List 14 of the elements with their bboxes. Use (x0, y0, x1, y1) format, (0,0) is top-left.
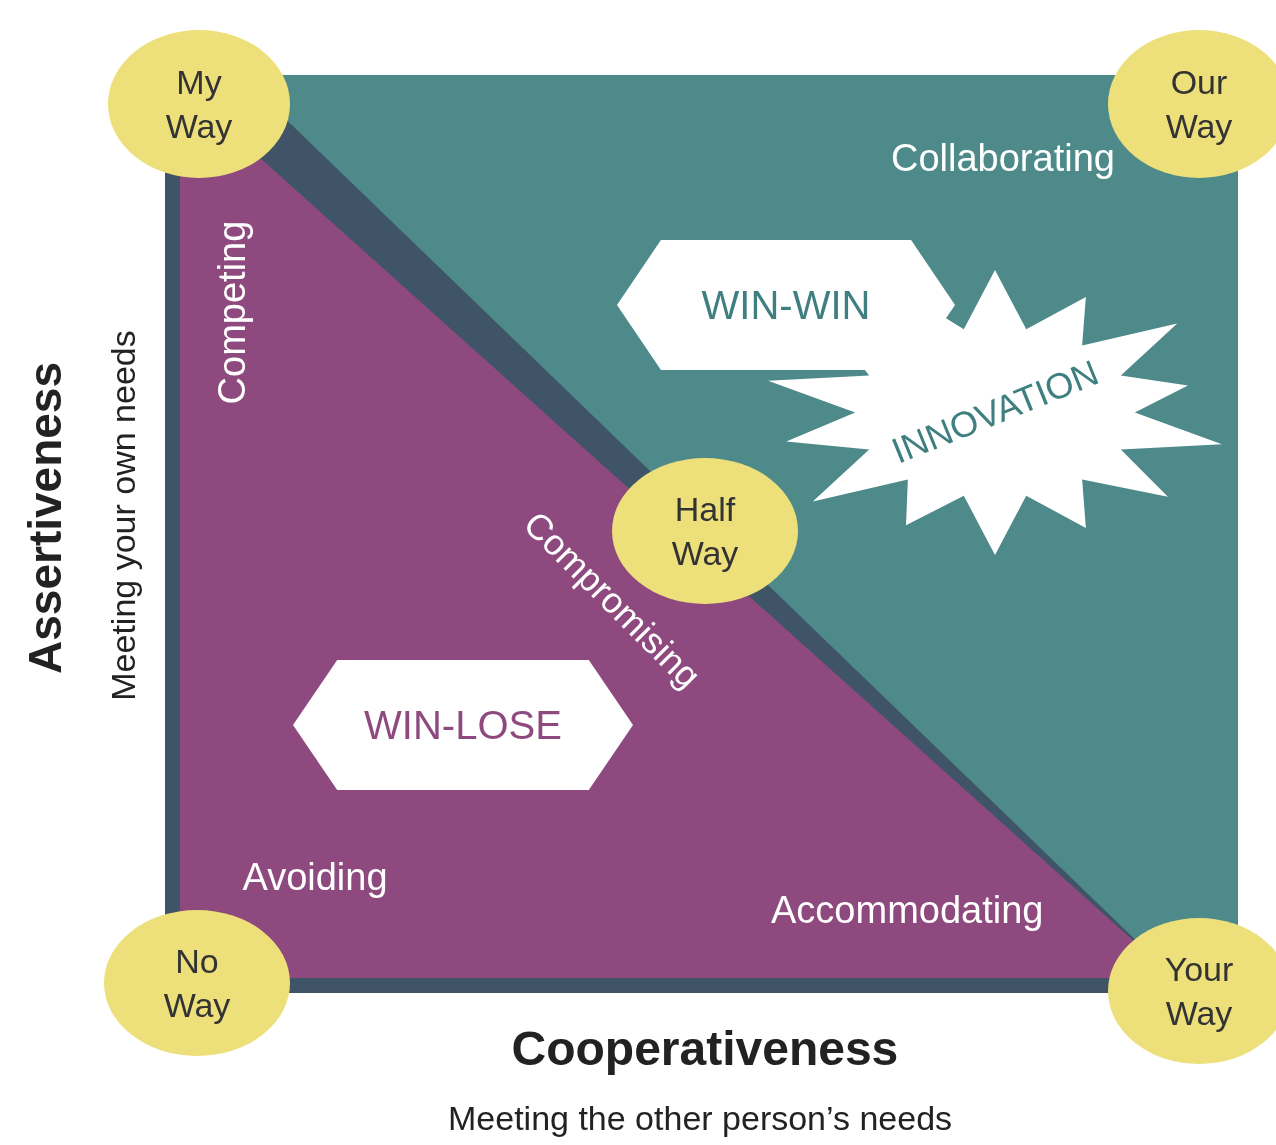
axis-subtitle: Meeting your own needs (103, 329, 143, 701)
node-label: WIN-LOSE (364, 702, 562, 749)
style-label: Collaborating (891, 136, 1115, 180)
node-label: WIN-WIN (701, 282, 871, 329)
axis-subtitle: Meeting the other person’s needs (448, 1098, 953, 1138)
axis-title: Assertiveness (18, 362, 72, 674)
node-label: Our Way (1164, 61, 1234, 147)
style-label: Accommodating (771, 888, 1044, 932)
style-label: Competing (211, 220, 255, 404)
style-label: Avoiding (242, 855, 388, 899)
axis-title: Cooperativeness (511, 1020, 899, 1076)
node-label: No Way (162, 940, 232, 1026)
node-label: Your Way (1163, 948, 1235, 1034)
node-label: My Way (164, 61, 234, 147)
